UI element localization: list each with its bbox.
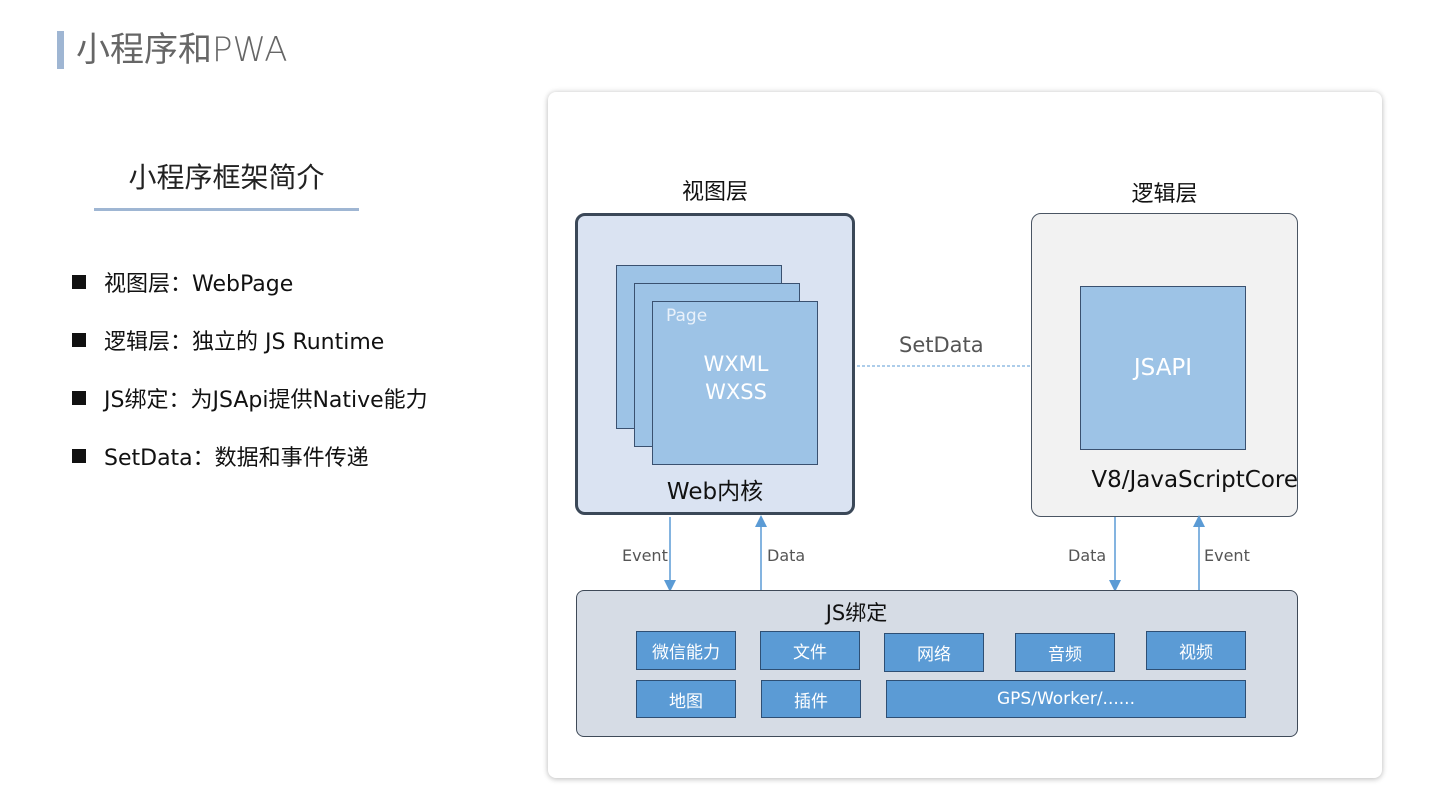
- bullet-text: 视图层：WebPage: [104, 272, 294, 297]
- bullet-item: 逻辑层：独立的 JS Runtime: [72, 324, 384, 362]
- wxss-label: WXSS: [705, 380, 767, 404]
- view-event-label: Event: [622, 546, 668, 565]
- jsapi-box: JSAPI: [1080, 286, 1246, 450]
- capability-map: 地图: [636, 680, 736, 718]
- page-label: Page: [666, 306, 708, 326]
- capability-video: 视频: [1146, 631, 1246, 670]
- square-bullet-icon: [72, 391, 86, 405]
- wxml-label: WXML: [703, 352, 769, 376]
- page-stack-front: [652, 301, 818, 465]
- view-data-label: Data: [767, 546, 806, 565]
- bullet-text: 逻辑层：独立的 JS Runtime: [104, 330, 385, 355]
- square-bullet-icon: [72, 275, 86, 289]
- logic-data-label: Data: [1068, 546, 1107, 565]
- bullet-text: SetData：数据和事件传递: [104, 446, 369, 471]
- bullet-item: JS绑定：为JSApi提供Native能力: [72, 382, 428, 420]
- bullet-item: 视图层：WebPage: [72, 266, 293, 304]
- subtitle-underline: [94, 208, 359, 211]
- capability-wechat: 微信能力: [636, 631, 736, 670]
- capability-network: 网络: [884, 633, 984, 672]
- capability-file: 文件: [760, 631, 860, 670]
- page-title: 小程序和PWA: [76, 30, 288, 70]
- web-engine-label: Web内核: [666, 479, 764, 505]
- title-accent-bar: [57, 31, 64, 69]
- bullet-text: JS绑定：为JSApi提供Native能力: [104, 388, 428, 413]
- js-binding-title: JS绑定: [825, 601, 888, 625]
- view-layer-title: 视图层: [681, 180, 748, 205]
- square-bullet-icon: [72, 333, 86, 347]
- capability-audio: 音频: [1015, 633, 1115, 672]
- page-content: WXML WXSS: [653, 350, 819, 406]
- capability-gps-worker: GPS/Worker/......: [886, 680, 1246, 718]
- section-subtitle: 小程序框架简介: [128, 161, 325, 194]
- logic-layer-title: 逻辑层: [1131, 182, 1198, 207]
- logic-event-label: Event: [1204, 546, 1250, 565]
- jsapi-label: JSAPI: [1133, 355, 1193, 381]
- square-bullet-icon: [72, 449, 86, 463]
- setdata-label: SetData: [899, 333, 984, 357]
- js-engine-label: V8/JavaScriptCore: [1091, 467, 1298, 493]
- capability-plugin: 插件: [761, 680, 861, 718]
- bullet-item: SetData：数据和事件传递: [72, 440, 369, 478]
